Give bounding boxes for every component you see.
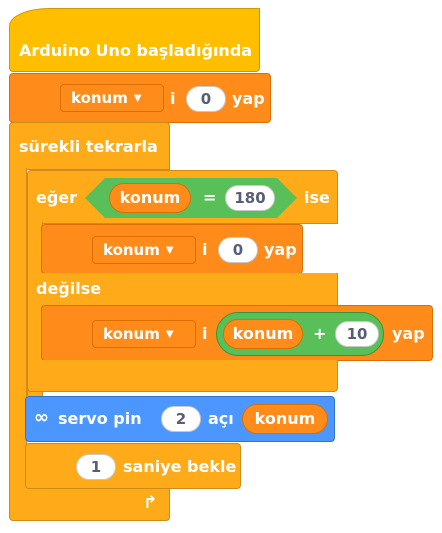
variable-dropdown[interactable]: konum▼ [60,84,164,112]
dropdown-arrow-icon: ▼ [133,92,142,104]
variable-reporter[interactable]: konum [242,404,328,434]
compare-value-input[interactable]: 180 [225,185,275,211]
add-value-input[interactable]: 10 [335,321,379,347]
variable-dropdown[interactable]: konum▼ [92,320,196,348]
dropdown-arrow-icon: ▼ [165,328,174,340]
else-label: değilse [36,279,102,298]
suffix-label: yap [264,240,297,259]
servo-block[interactable]: ∞ servo pin 2 açı konum [25,396,335,442]
seconds-input[interactable]: 1 [76,454,116,480]
forever-block-top[interactable]: sürekli tekrarla [9,122,170,170]
equals-sign: = [203,188,217,207]
wait-block[interactable]: 1 saniye bekle [25,443,241,489]
if-label: eğer [36,188,78,207]
then-label: ise [304,188,330,207]
if-block-top[interactable]: eğer konum = 180 ise [27,170,338,224]
pin-input[interactable]: 2 [161,406,201,432]
set-variable-block-3[interactable]: konum▼ i konum + 10 yap [41,305,433,361]
variable-reporter[interactable]: konum [109,183,191,213]
variable-dropdown[interactable]: konum▼ [92,236,196,264]
value-input[interactable]: 0 [218,237,258,263]
connector-label: i [170,89,176,108]
set-variable-block-2[interactable]: konum▼ i 0 yap [41,224,303,274]
equals-operator[interactable]: konum = 180 [85,178,297,218]
connector-label: i [202,324,208,343]
forever-block-arm [9,168,27,488]
set-variable-block-1[interactable]: konum▼ i 0 yap [9,73,271,123]
loop-arrow-icon: ↱ [143,493,158,513]
servo-label: servo pin [58,409,142,428]
plus-sign: + [313,324,327,343]
forever-label: sürekli tekrarla [19,137,158,156]
hat-block[interactable]: Arduino Uno başladığında [9,8,260,72]
dropdown-arrow-icon: ▼ [165,244,174,256]
else-block-middle[interactable]: değilse [27,273,338,305]
if-block-bottom[interactable] [27,360,338,392]
angle-label: açı [208,409,234,428]
connector-label: i [202,240,208,259]
suffix-label: yap [232,89,265,108]
link-icon: ∞ [34,407,49,428]
value-input[interactable]: 0 [186,86,226,112]
forever-block-bottom[interactable]: ↱ [9,487,170,521]
suffix-label: yap [392,324,425,343]
variable-reporter[interactable]: konum [223,319,303,349]
add-operator[interactable]: konum + 10 [216,312,384,356]
hat-label: Arduino Uno başladığında [19,41,253,60]
wait-label: saniye bekle [123,457,237,476]
